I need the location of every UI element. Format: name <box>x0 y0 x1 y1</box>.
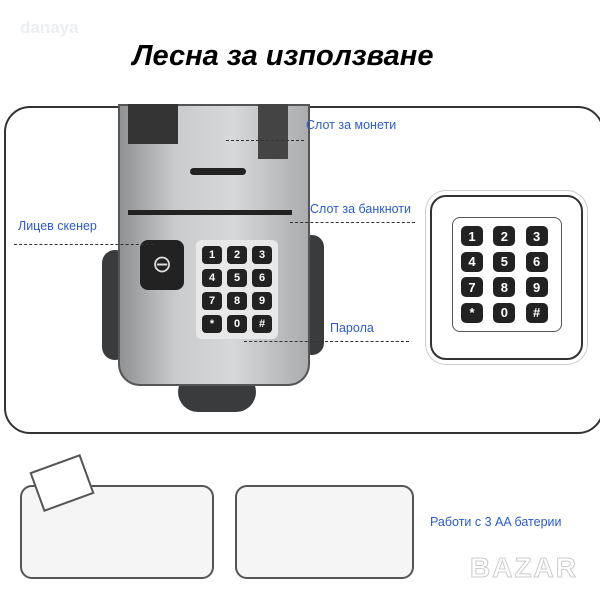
key[interactable]: 7 <box>202 292 222 310</box>
key[interactable]: 5 <box>493 251 516 272</box>
key[interactable]: 0 <box>227 315 247 333</box>
robot-arm-right <box>258 104 288 159</box>
note-slot-label: Слот за банкноти <box>310 202 411 216</box>
key[interactable]: 2 <box>227 246 247 264</box>
key[interactable]: 6 <box>525 251 548 272</box>
face-scanner-line <box>14 244 154 245</box>
key[interactable]: 1 <box>461 226 483 246</box>
key[interactable]: 4 <box>202 269 222 287</box>
key[interactable]: 7 <box>461 277 483 297</box>
page-title: Лесна за използване <box>132 40 434 72</box>
key[interactable]: 2 <box>493 226 516 246</box>
batteries-label: Работи с 3 AA батерии <box>430 515 562 529</box>
battery-view-closed <box>235 485 414 579</box>
key[interactable]: 3 <box>525 226 548 246</box>
key[interactable]: 9 <box>525 277 548 297</box>
note-slot <box>128 210 292 215</box>
key[interactable]: 4 <box>461 251 483 272</box>
key[interactable]: * <box>461 302 483 323</box>
key[interactable]: 5 <box>227 269 247 287</box>
key[interactable]: * <box>202 315 222 333</box>
key[interactable]: # <box>252 315 272 333</box>
coin-slot-label: Слот за монети <box>306 118 397 132</box>
key[interactable]: 8 <box>227 292 247 310</box>
note-slot-line <box>290 222 415 223</box>
password-label: Парола <box>330 321 374 335</box>
key[interactable]: 1 <box>202 246 222 264</box>
key[interactable]: 3 <box>252 246 272 264</box>
face-scanner-icon: ⊖ <box>140 240 184 290</box>
key[interactable]: 9 <box>252 292 272 310</box>
face-scanner-label: Лицев скенер <box>18 219 97 233</box>
key[interactable]: 0 <box>493 302 516 323</box>
key[interactable]: 6 <box>252 269 272 287</box>
password-line <box>244 341 409 342</box>
coin-slot-line <box>226 140 304 141</box>
key[interactable]: # <box>525 302 548 323</box>
coin-slot <box>190 168 246 175</box>
key[interactable]: 8 <box>493 277 516 297</box>
watermark: danaya <box>20 18 79 37</box>
robot-arm-left <box>128 104 178 144</box>
bazar-logo: BAZAR <box>470 552 578 584</box>
